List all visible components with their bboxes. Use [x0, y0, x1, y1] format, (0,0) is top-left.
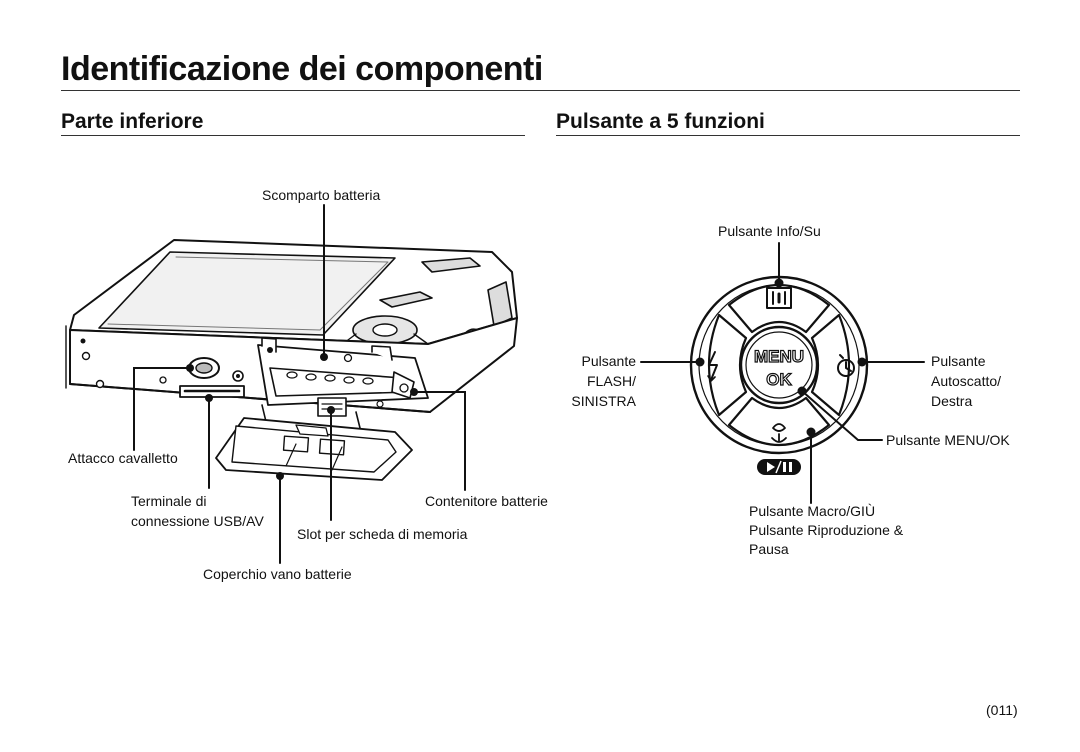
self-timer-icon — [837, 354, 855, 377]
dial-right-segment — [810, 313, 851, 417]
section-divider-five-function — [556, 135, 1020, 136]
label-battery-cover: Coperchio vano batterie — [203, 566, 352, 582]
info-display-icon — [766, 287, 792, 309]
label-usb-av-terminal-line1: Terminale di — [131, 493, 207, 509]
camera-shutter-button — [421, 257, 481, 273]
dial-down-segment — [727, 396, 831, 446]
label-info-up: Pulsante Info/Su — [718, 223, 821, 239]
label-memory-card-slot: Slot per scheda di memoria — [297, 526, 468, 542]
label-flash-left-line3: SINISTRA — [571, 393, 636, 409]
leader-menu-ok — [801, 390, 883, 441]
ok-glyph: OK — [766, 370, 792, 389]
section-title-bottom: Parte inferiore — [61, 110, 204, 133]
camera-strap-loop — [487, 281, 513, 327]
title-divider — [61, 90, 1020, 91]
camera-zoom-button — [379, 291, 433, 308]
label-battery-compartment: Scomparto batteria — [262, 187, 381, 203]
label-flash-left-line1: Pulsante — [581, 353, 636, 369]
macro-flower-icon — [771, 423, 787, 443]
label-usb-av-terminal-line2: connessione USB/AV — [131, 513, 264, 529]
label-tripod-mount: Attacco cavalletto — [68, 450, 178, 466]
label-macro-down-line1: Pulsante Macro/GIÙ — [749, 503, 876, 519]
label-self-timer-right-line1: Pulsante — [931, 353, 986, 369]
section-divider-bottom — [61, 135, 525, 136]
section-title-five-function: Pulsante a 5 funzioni — [556, 110, 765, 133]
menu-ok-center-button — [739, 325, 819, 405]
label-menu-ok: Pulsante MENU/OK — [886, 432, 1010, 448]
menu-glyph: MENU — [754, 347, 804, 366]
flash-icon — [708, 351, 718, 381]
page-title: Identificazione dei componenti — [61, 50, 543, 88]
label-self-timer-right-line2: Autoscatto/ — [931, 373, 1002, 389]
page-number: (011) — [986, 702, 1018, 718]
leader-tripod-mount — [133, 367, 191, 451]
label-macro-down-line2: Pulsante Riproduzione & — [749, 522, 904, 538]
dial-left-segment — [707, 313, 748, 417]
label-macro-down-line3: Pausa — [749, 541, 789, 557]
label-self-timer-right-line3: Destra — [931, 393, 973, 409]
label-flash-left-line2: FLASH/ — [586, 373, 636, 389]
label-battery-holder: Contenitore batterie — [425, 493, 548, 509]
leader-battery-holder — [413, 391, 466, 491]
playback-pause-icon — [757, 459, 801, 475]
